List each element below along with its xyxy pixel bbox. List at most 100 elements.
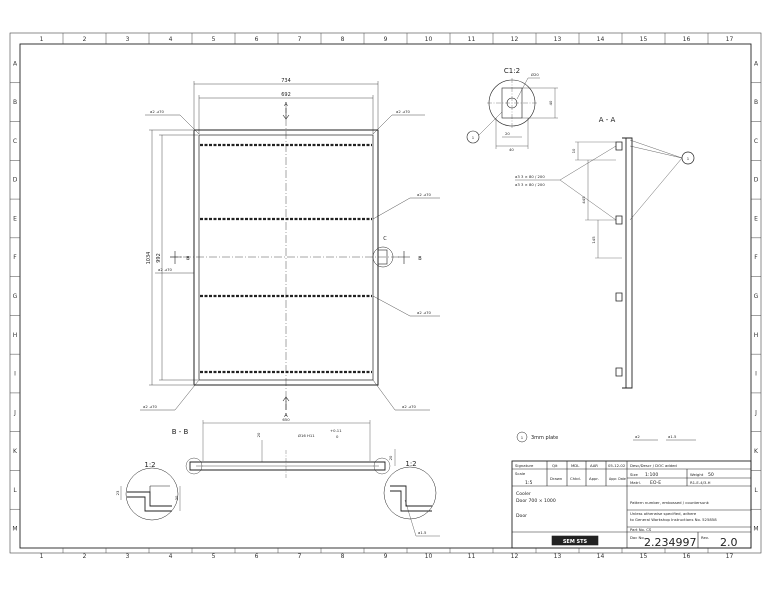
section-aa-dim-145: 145 xyxy=(591,236,596,244)
grid-column-label-bottom: 13 xyxy=(554,553,562,560)
detail-c-diameter: Ø20 xyxy=(531,72,539,77)
grid-column-label-top: 2 xyxy=(83,36,87,43)
dim-inner-width: 692 xyxy=(281,92,291,98)
detail-right-profile xyxy=(390,485,432,512)
tb-title-1: Cooler xyxy=(516,491,531,497)
grid-column-label-top: 6 xyxy=(255,36,259,43)
weld-leader-right-1 xyxy=(372,197,440,220)
tb-rev: 2.0 xyxy=(720,536,738,549)
tb-note-3: to General Workshop Instructions No. 525… xyxy=(630,517,717,522)
section-aa-dim-445: 445 xyxy=(581,196,586,204)
weld-note: a2 ⊿70 xyxy=(396,109,411,114)
grid-column-label-top: 5 xyxy=(212,36,216,43)
section-bb-dim-20: 20 xyxy=(256,432,261,437)
tb-doc-no: 2.234997 xyxy=(644,536,697,549)
tb-aar: AAR xyxy=(590,463,598,468)
tb-weight-label: Weight xyxy=(690,472,704,477)
detail-c-dim-40: 40 xyxy=(509,147,514,152)
diameter-leader xyxy=(516,77,540,100)
grid-column-label-top: 17 xyxy=(726,36,734,43)
grid-row-label-right: B xyxy=(754,99,758,106)
title-block-text: Signature Qit MDL AAR 05-12-02 Desc/Desc… xyxy=(515,463,738,549)
grid-row-label-right: G xyxy=(754,293,759,300)
grid-row-label-right: L xyxy=(754,487,758,494)
weld-note: a2 ⊿70 xyxy=(158,267,173,272)
section-label-b-left: B xyxy=(186,256,190,262)
stiffener-section xyxy=(615,141,623,151)
tb-mdl: MDL xyxy=(571,463,580,468)
tb-mat-code: R1-E-4/3-H xyxy=(690,480,711,485)
grid-column-label-top: 9 xyxy=(384,36,388,43)
note-plate: 3mm plate xyxy=(531,435,558,441)
detail-c-dim-20: 20 xyxy=(505,131,510,136)
grid-column-label-bottom: 8 xyxy=(341,553,345,560)
note-weld-sym-2: a1.5 xyxy=(668,434,677,439)
section-arrow-b-left xyxy=(170,251,182,264)
tb-qit: Qit xyxy=(552,463,558,468)
detail-c-dim-40-right: 40 xyxy=(548,100,553,105)
grid-row-label-left: D xyxy=(13,177,18,184)
tb-rev-label: Rev. xyxy=(701,535,709,540)
grid-row-label-left: G xyxy=(13,293,18,300)
tb-note-2: Unless otherwise specified, adhere xyxy=(630,511,697,516)
grid-column-label-bottom: 10 xyxy=(425,553,433,560)
detail-c-view xyxy=(466,77,558,149)
tb-title-3: Door xyxy=(516,513,527,519)
grid-reference-layer: 1122334455667788991010111112121313141415… xyxy=(10,33,761,560)
grid-row-label-left: J xyxy=(13,409,16,416)
grid-column-label-bottom: 9 xyxy=(384,553,388,560)
grid-row-label-left: I xyxy=(14,371,16,378)
tb-doc-no-label: Doc No. xyxy=(630,535,645,540)
grid-row-label-right: H xyxy=(754,332,759,339)
grid-column-label-top: 14 xyxy=(597,36,605,43)
grid-row-label-left: A xyxy=(13,60,18,67)
grid-row-label-right: C xyxy=(754,138,758,145)
grid-column-label-bottom: 3 xyxy=(126,553,130,560)
detail-right-circle xyxy=(383,466,437,520)
detail-left-circle xyxy=(125,467,179,521)
grid-column-label-top: 3 xyxy=(126,36,130,43)
grid-column-label-bottom: 15 xyxy=(640,553,648,560)
section-aa-weld-line-2: a3 3 × 80 / 200 xyxy=(515,182,545,187)
tb-scale-value: 1:5 xyxy=(525,480,532,486)
grid-column-label-bottom: 7 xyxy=(298,553,302,560)
section-bb-tol-lower: 0 xyxy=(336,434,339,439)
weld-leader-top-right xyxy=(372,114,425,135)
section-label-a-top: A xyxy=(284,102,288,108)
weld-leader xyxy=(404,499,440,537)
tb-weight-value: 50 xyxy=(708,472,714,478)
section-bb-view xyxy=(120,420,440,537)
grid-column-label-top: 8 xyxy=(341,36,345,43)
grid-row-label-left: E xyxy=(13,215,17,222)
grid-column-label-bottom: 5 xyxy=(212,553,216,560)
stiffener-section xyxy=(615,292,623,302)
grid-column-label-top: 12 xyxy=(511,36,519,43)
section-aa-view xyxy=(515,137,695,389)
section-label-b-right: B xyxy=(418,256,422,262)
grid-row-label-left: H xyxy=(13,332,18,339)
grid-row-label-right: D xyxy=(754,177,759,184)
grid-column-label-top: 15 xyxy=(640,36,648,43)
tb-appr-date: Appr. Date xyxy=(609,477,626,481)
detail-c-balloon-number: 1 xyxy=(472,135,475,140)
note-weld-sym-1: a2 xyxy=(635,434,640,439)
section-label-a-bottom: A xyxy=(284,413,288,419)
weld-note: a2 ⊿70 xyxy=(402,404,417,409)
dim-outer-height: 1034 xyxy=(146,252,152,265)
section-arrow-b-right xyxy=(398,251,410,264)
section-bb-dim-20-right: 20 xyxy=(388,455,393,460)
title-block-frame xyxy=(511,460,752,549)
grid-column-label-bottom: 11 xyxy=(468,553,476,560)
dim-inner-height: 992 xyxy=(156,253,162,263)
grid-column-label-top: 1 xyxy=(40,36,44,43)
grid-column-label-bottom: 2 xyxy=(83,553,87,560)
stiffener-section xyxy=(615,215,623,225)
title-block xyxy=(511,460,752,549)
weld-note: a2 ⊿70 xyxy=(417,310,432,315)
note-balloon-number: 1 xyxy=(521,435,524,440)
grid-row-label-left: L xyxy=(13,487,17,494)
grid-column-label-bottom: 4 xyxy=(169,553,173,560)
detail-right-weld: a1.5 xyxy=(418,530,427,535)
balloon-circle xyxy=(466,130,480,144)
tb-scale-label: Scale xyxy=(515,471,526,476)
